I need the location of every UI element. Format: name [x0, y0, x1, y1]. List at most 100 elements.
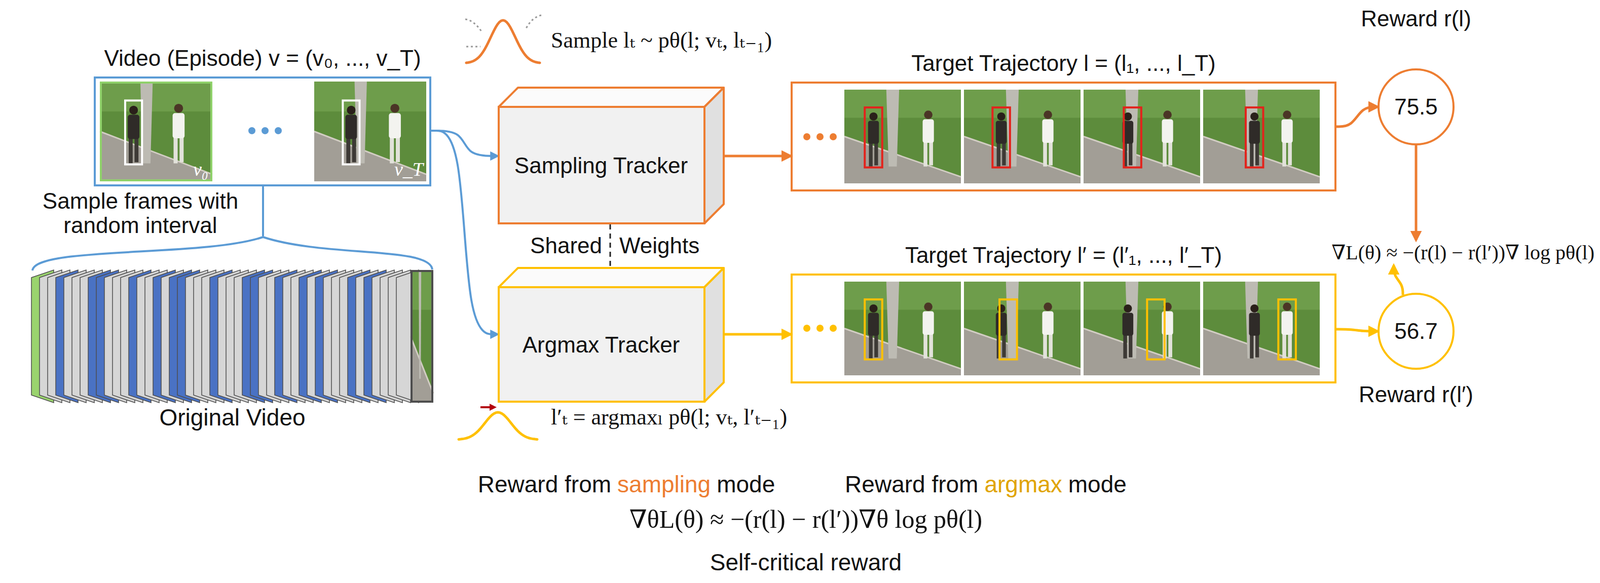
- grass: [99, 81, 213, 182]
- person-body: [922, 119, 935, 143]
- person-head: [869, 112, 878, 121]
- video-frame: [410, 270, 434, 403]
- video-frame: [1083, 281, 1201, 376]
- pole: [1006, 89, 1019, 167]
- caption-word: Reward from: [477, 471, 612, 499]
- reward-label: Reward r(l′): [1358, 382, 1474, 408]
- connector: [1393, 265, 1403, 296]
- person-leg: [1249, 333, 1254, 359]
- tracker-name: Argmax Tracker: [522, 332, 681, 359]
- grass-far: [844, 281, 961, 311]
- cube-top: [498, 268, 724, 288]
- reward-circle: 56.7Reward r(l′): [1377, 292, 1455, 370]
- sidewalk: [844, 328, 961, 377]
- text-slot: Argmax Tracker: [522, 332, 681, 359]
- person-body: [172, 113, 185, 139]
- person-leg: [1128, 333, 1133, 358]
- text-slot: Target Trajectory l = (l₁, ..., l_T): [911, 50, 1216, 77]
- reward-value: 75.5: [1394, 94, 1438, 121]
- grass: [410, 270, 434, 403]
- text-slot: Target Trajectory l′ = (l′₁, ..., l′_T): [905, 242, 1222, 269]
- ellipsis-dot: [803, 324, 811, 332]
- person-leg: [1162, 141, 1167, 167]
- sidewalk: [410, 336, 434, 403]
- connector: [262, 186, 265, 237]
- sampling-hint: [526, 15, 542, 29]
- connector: [1336, 329, 1378, 332]
- person-head: [1282, 302, 1292, 312]
- edge-label: Sample frames with random interval: [28, 189, 252, 239]
- person-leg: [1001, 333, 1006, 358]
- person-leg: [389, 136, 394, 164]
- person-body: [1042, 119, 1054, 143]
- person-head: [1163, 110, 1172, 120]
- box-heading: Video (Episode) v = (v₀, ..., v_T): [103, 45, 421, 72]
- curb: [410, 336, 434, 394]
- sampling-hint: [465, 19, 482, 32]
- grass: [314, 81, 427, 182]
- connector: [431, 130, 498, 335]
- person-body: [388, 113, 401, 139]
- person-head: [997, 112, 1006, 121]
- text-slot: Video (Episode) v = (v₀, ..., v_T): [103, 45, 421, 72]
- person-leg: [868, 333, 873, 359]
- text-slot: Reward from: [844, 471, 979, 499]
- person-leg: [1255, 333, 1259, 358]
- pole: [886, 281, 900, 359]
- person-head: [1282, 110, 1292, 120]
- curb: [1083, 328, 1201, 370]
- text-slot: 56.7: [1394, 318, 1438, 345]
- person-head: [997, 304, 1006, 313]
- tracker-box: Argmax Tracker: [497, 267, 725, 403]
- text-slot: Sample lₜ ~ pθ(l; vₜ, lₜ₋₁): [550, 27, 772, 54]
- figure-label: Original Video: [159, 404, 306, 432]
- text-slot: Self-critical reward: [710, 549, 902, 577]
- text-slot: Reward r(l): [1360, 6, 1472, 32]
- text-slot: 75.5: [1394, 94, 1438, 121]
- cube-side: [704, 87, 724, 224]
- person-body: [1162, 311, 1174, 336]
- ellipsis-dot: [816, 133, 824, 141]
- tracker-name: Sampling Tracker: [514, 153, 688, 179]
- video-frame: [963, 89, 1081, 184]
- original-video: Original Video: [30, 236, 435, 432]
- person-leg: [352, 137, 357, 163]
- episode-box: Video (Episode) v = (v₀, ..., v_T)v₀v_T: [93, 76, 432, 187]
- person-leg: [1048, 333, 1053, 358]
- text-slot: Original Video: [159, 404, 306, 432]
- grass-far: [1083, 281, 1201, 311]
- person-leg: [1128, 141, 1133, 166]
- tracking-box: [1245, 107, 1264, 168]
- grass: [963, 281, 1081, 376]
- video-frame: [963, 281, 1081, 376]
- frame-index: v_T: [394, 158, 424, 181]
- caption-word: mode: [716, 471, 775, 499]
- person-leg: [874, 141, 878, 166]
- text-slot: Weights: [619, 233, 700, 259]
- caption: Self-critical reward: [710, 549, 902, 577]
- reward-label: Reward r(l): [1360, 6, 1472, 32]
- person-body: [868, 121, 879, 144]
- ellipsis-dot: [274, 127, 282, 135]
- cube-top: [498, 87, 724, 107]
- grass-far: [410, 270, 434, 311]
- person-body: [1042, 311, 1054, 336]
- person-leg: [923, 333, 928, 359]
- text-slot: sampling: [617, 471, 711, 499]
- frame-border: [100, 82, 212, 181]
- pole: [418, 270, 422, 380]
- person-head: [390, 103, 400, 114]
- tracking-box: [864, 107, 883, 168]
- curb: [844, 136, 961, 178]
- ellipsis-dot: [816, 324, 824, 332]
- person-leg: [128, 137, 133, 164]
- tracking-box: [125, 100, 142, 165]
- person-body: [995, 313, 1007, 337]
- text-slot: Reward r(l′): [1358, 382, 1474, 408]
- caption-word: mode: [1068, 471, 1127, 499]
- grass: [1203, 89, 1320, 184]
- caption-word: Reward from: [844, 471, 979, 499]
- person-leg: [1255, 141, 1259, 166]
- person-leg: [928, 333, 934, 358]
